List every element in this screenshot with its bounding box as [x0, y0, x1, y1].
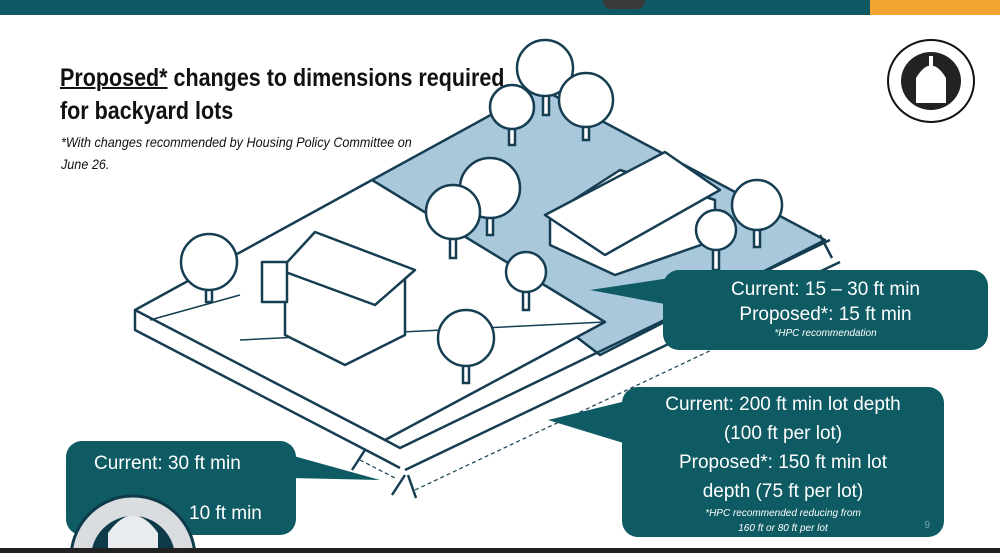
street-edge	[133, 310, 401, 470]
callout-pointer	[548, 400, 630, 445]
lot-line	[414, 279, 861, 491]
bottom-strip	[0, 548, 1000, 553]
house-roof	[278, 230, 417, 307]
callout-pointer	[290, 455, 380, 480]
tree-icon	[730, 178, 784, 249]
page-number: 9	[924, 520, 930, 531]
tree-icon	[436, 308, 496, 385]
city-seal-watermark	[69, 494, 197, 553]
dimension-marker	[406, 474, 418, 499]
tree-icon	[424, 183, 482, 260]
garage-roof	[543, 150, 722, 257]
title-emphasis: Proposed*	[60, 64, 168, 92]
setback-note: *HPC recommendation	[774, 328, 877, 339]
title-text: changes to dimensions required for backy…	[60, 64, 505, 125]
setback-proposed: Proposed*: 15 ft min	[739, 304, 912, 325]
tree-icon	[694, 208, 738, 272]
slide-subtitle: *With changes recommended by Housing Pol…	[61, 134, 412, 172]
driveway-line	[149, 294, 241, 321]
trees	[179, 38, 784, 385]
frontage-current: Current: 30 ft min	[94, 453, 241, 474]
depth-current-per-lot: (100 ft per lot)	[723, 423, 843, 444]
callout-pointer	[590, 278, 670, 305]
depth-current: Current: 200 ft min lot depth	[665, 394, 901, 415]
tree-icon	[504, 250, 548, 312]
top-bar	[0, 0, 870, 15]
setback-callout: Current: 15 – 30 ft min Proposed*: 15 ft…	[663, 270, 988, 350]
depth-note-2: 160 ft or 80 ft per lot	[738, 523, 828, 534]
screen-share-tab[interactable]	[603, 0, 645, 9]
setback-current: Current: 15 – 30 ft min	[730, 279, 921, 300]
house-porch	[260, 260, 289, 304]
depth-proposed: Proposed*: 150 ft min lot	[678, 452, 888, 473]
tree-icon	[488, 83, 536, 147]
tree-icon	[557, 71, 615, 142]
dimension-marker	[350, 449, 367, 471]
depth-note: *HPC recommended reducing from	[705, 508, 861, 519]
dimension-marker	[390, 474, 407, 496]
depth-proposed-per-lot: depth (75 ft per lot)	[702, 481, 864, 502]
depth-callout: Current: 200 ft min lot depth (100 ft pe…	[622, 387, 944, 537]
top-bar-accent	[870, 0, 1000, 15]
tree-icon	[515, 38, 575, 117]
dimension-marker	[818, 234, 834, 259]
frontage-proposed: 10 ft min	[189, 503, 262, 524]
city-seal-logo	[887, 39, 975, 123]
tree-icon	[179, 232, 239, 304]
slide-title: Proposed* changes to dimensions required…	[60, 62, 507, 128]
